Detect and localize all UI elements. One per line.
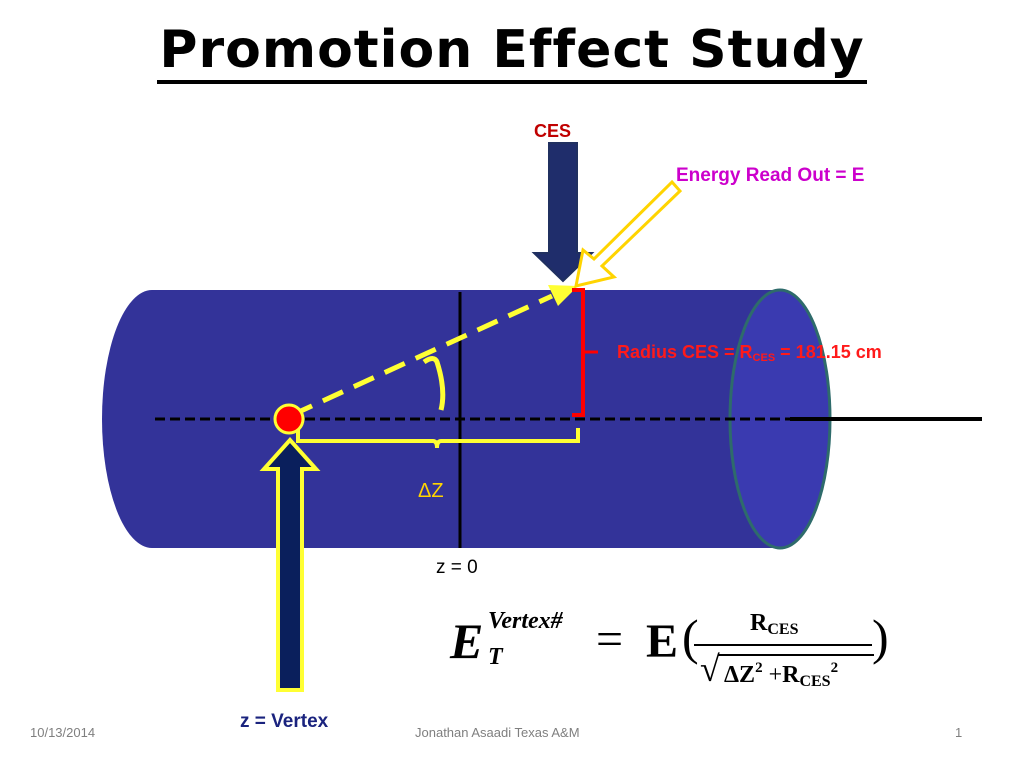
z-vertex-label: z = Vertex: [240, 711, 329, 732]
formula-den-dz: ΔZ: [724, 662, 756, 688]
formula-den-dz-exp: 2: [755, 660, 763, 676]
formula-lhs-subscript: T: [488, 644, 503, 670]
formula-den-plus: +: [768, 662, 783, 688]
energy-readout-label: Energy Read Out = E: [676, 165, 865, 186]
formula-energy: E: [646, 615, 679, 668]
energy-formula: E Vertex# T = E ( RCES √ ΔZ2 +RCES2 ): [450, 608, 910, 698]
formula-root-bar: [718, 654, 874, 656]
trajectory-arrowhead: [548, 285, 578, 306]
vertex-point: [273, 403, 305, 435]
formula-equals: =: [596, 613, 624, 666]
title-text: Promotion Effect Study: [157, 20, 867, 84]
energy-readout-arrow: [574, 179, 683, 288]
radius-ces-label: Radius CES = RCES = 181.15 cm: [617, 342, 882, 364]
formula-close-paren: ): [872, 609, 889, 665]
delta-z-label: ΔZ: [418, 480, 444, 502]
vertex-arrow: [259, 437, 321, 692]
formula-den-r-sub: CES: [799, 673, 831, 690]
angle-arc: [422, 356, 446, 411]
footer-date: 10/13/2014: [30, 725, 96, 740]
formula-den-r: R: [782, 662, 800, 688]
radius-prefix: Radius CES = R: [617, 342, 753, 362]
delta-z-bracket: [296, 428, 580, 449]
formula-den-r-exp: 2: [830, 660, 839, 676]
formula-root-sign: √: [700, 649, 720, 689]
formula-num-sub: CES: [767, 621, 799, 638]
formula-lhs-superscript: Vertex#: [488, 608, 563, 634]
formula-fraction-bar: [694, 644, 872, 646]
footer-author: Jonathan Asaadi Texas A&M: [415, 725, 580, 740]
ces-arrow: [531, 142, 595, 283]
page-title: Promotion Effect Study: [0, 20, 1024, 84]
formula-open-paren: (: [682, 609, 699, 665]
footer-page-number: 1: [955, 725, 963, 740]
formula-lhs-symbol: E: [450, 613, 484, 669]
radius-sub: CES: [752, 352, 776, 364]
ces-label: CES: [534, 121, 572, 141]
formula-numerator: RCES: [750, 610, 798, 639]
radius-value: = 181.15 cm: [775, 342, 882, 362]
formula-denominator: ΔZ2 +RCES2: [724, 660, 838, 691]
formula-num-r: R: [750, 610, 768, 636]
z-zero-label: z = 0: [436, 557, 478, 578]
particle-trajectory: [290, 293, 554, 418]
